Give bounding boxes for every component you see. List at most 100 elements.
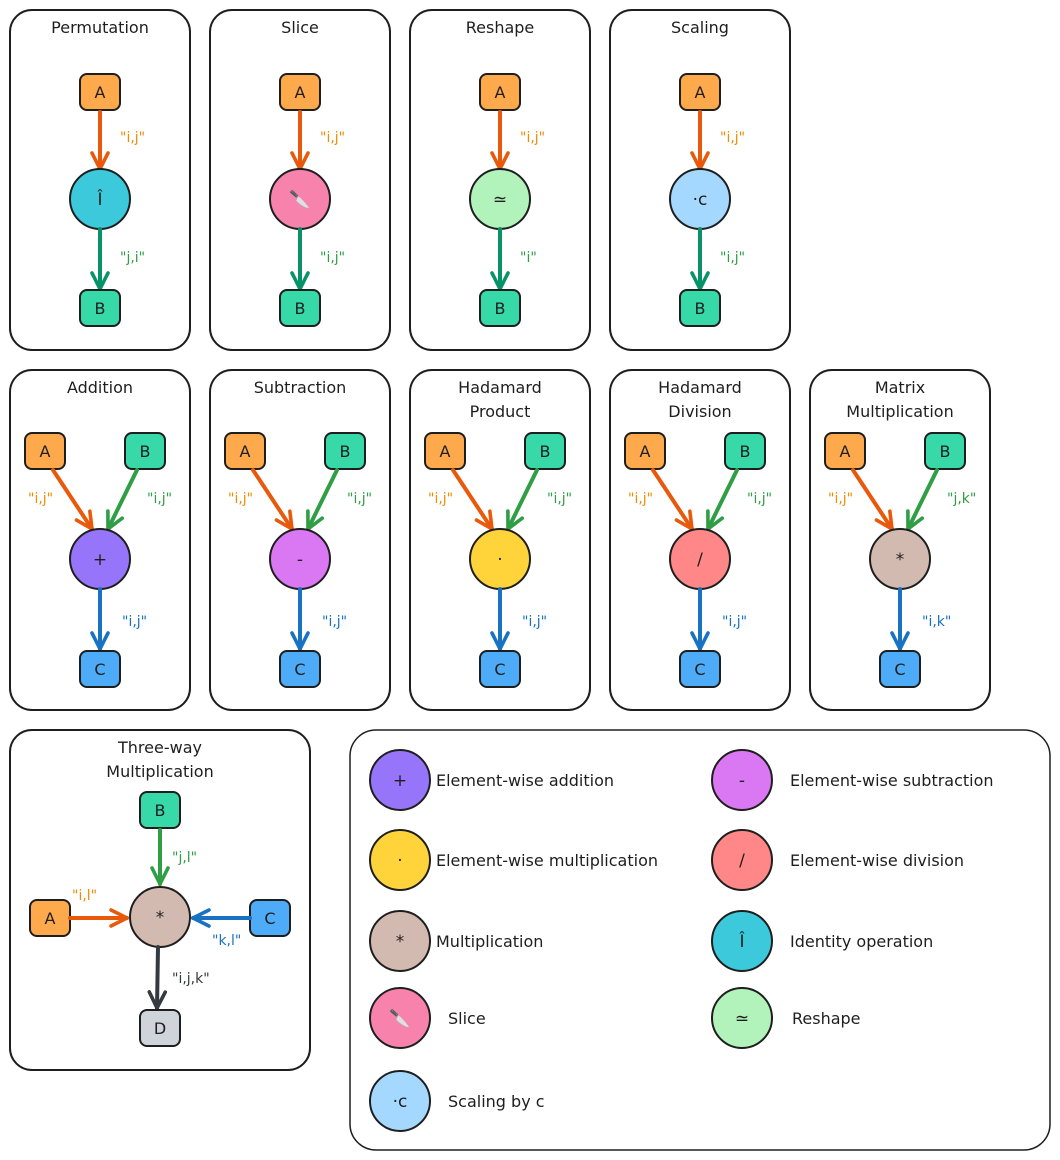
panel-title: Reshape [466,18,535,37]
dot-icon: · [469,528,531,590]
svg-text:/: / [697,550,703,570]
svg-text:A: A [240,442,251,461]
output-node-c: C [279,650,321,688]
minus-icon: - [269,528,331,590]
svg-text:A: A [840,442,851,461]
identity-icon [711,910,773,972]
identity-icon: Î [69,168,131,230]
svg-text:D: D [154,1019,166,1038]
output-node-c: C [479,650,521,688]
divide-icon: / [669,528,731,590]
panel-title: Division [668,402,731,421]
svg-text:/: / [739,851,745,871]
right-index-label: "k,l" [212,933,241,949]
svg-text:C: C [294,660,305,679]
input-node-b: B [524,432,566,470]
svg-text:A: A [440,442,451,461]
asterisk-icon [369,910,431,972]
panel-title: Addition [67,378,133,397]
svg-text:B: B [940,442,951,461]
input-node-a: A [624,432,666,470]
panel-title: Subtraction [254,378,347,397]
right-index-label: "i,j" [147,491,172,507]
legend-label: Multiplication [436,932,543,951]
right-input-arrow [306,468,339,531]
panel-title: Matrix [875,378,925,397]
svg-text:≃: ≃ [493,190,507,210]
svg-text:C: C [264,909,275,928]
svg-text:A: A [40,442,51,461]
panel-title: Scaling [671,18,729,37]
right-index-label: "i,j" [347,491,372,507]
output-index-label: "j,i" [120,250,145,266]
right-index-label: "i,j" [747,491,772,507]
legend-panel [349,729,1051,1151]
legend-item: - Element-wise subtraction [711,749,994,811]
left-index-label: "i,l" [72,888,97,904]
right-input-arrow [906,468,939,531]
output-node-c: C [79,650,121,688]
output-index-label: "i,j" [522,614,547,630]
input-index-label: "i,j" [120,130,145,146]
svg-text:·c: ·c [693,190,708,210]
output-node-b: B [279,289,321,327]
legend-label: Identity operation [790,932,933,951]
divide-icon [711,829,773,891]
scaling-icon: ·c [669,168,731,230]
output-node-b: B [79,289,121,327]
svg-text:A: A [95,83,106,102]
input-index-label: "i,j" [320,130,345,146]
top-index-label: "j,l" [172,850,197,866]
legend-label: Slice [448,1009,486,1028]
svg-text:B: B [340,442,351,461]
legend-item: ·Element-wise multiplication [369,829,658,891]
panel-title: Hadamard [458,378,542,397]
svg-text:*: * [396,932,405,952]
reshape-icon [711,987,773,1049]
left-input-arrow [451,468,494,531]
input-index-label: "i,j" [520,130,545,146]
legend-item: 🔪Slice [369,987,486,1049]
input-node-c: C [249,899,291,937]
panel-title: Permutation [51,18,149,37]
output-index-label: "i,j,k" [172,971,210,987]
output-index-label: "i,j" [722,614,747,630]
plus-icon [369,749,431,811]
input-index-label: "i,j" [720,130,745,146]
svg-text:B: B [155,801,166,820]
svg-text:B: B [495,299,506,318]
reshape-icon: ≃ [469,168,531,230]
legend-item: Î Identity operation [711,910,933,972]
input-node-a: A [29,899,71,937]
input-node-a: A [824,432,866,470]
svg-text:Î: Î [96,188,103,210]
output-arrow [147,945,168,1010]
output-index-label: "i,j" [720,250,745,266]
input-node-b: B [724,432,766,470]
svg-text:+: + [393,771,407,791]
legend-label: Element-wise multiplication [436,851,658,870]
input-node-a: A [79,73,121,111]
asterisk-icon: * [869,528,931,590]
svg-text:·c: ·c [393,1092,408,1112]
output-index-label: "i,j" [122,614,147,630]
panel-title: Multiplication [846,402,953,421]
svg-text:C: C [694,660,705,679]
legend-label: Element-wise subtraction [790,771,994,790]
right-input-arrow [106,468,139,531]
svg-text:B: B [295,299,306,318]
panel-title: Hadamard [658,378,742,397]
svg-text:-: - [739,771,745,791]
svg-text:A: A [45,909,56,928]
input-node-b: B [324,432,366,470]
svg-text:Î: Î [738,930,745,952]
left-index-label: "i,j" [28,491,53,507]
right-input-arrow [506,468,539,531]
input-node-b: B [124,432,166,470]
svg-text:C: C [894,660,905,679]
panel-title: Three-way [117,738,202,757]
legend-label: Reshape [792,1009,861,1028]
knife-icon [369,987,431,1049]
svg-text:A: A [640,442,651,461]
